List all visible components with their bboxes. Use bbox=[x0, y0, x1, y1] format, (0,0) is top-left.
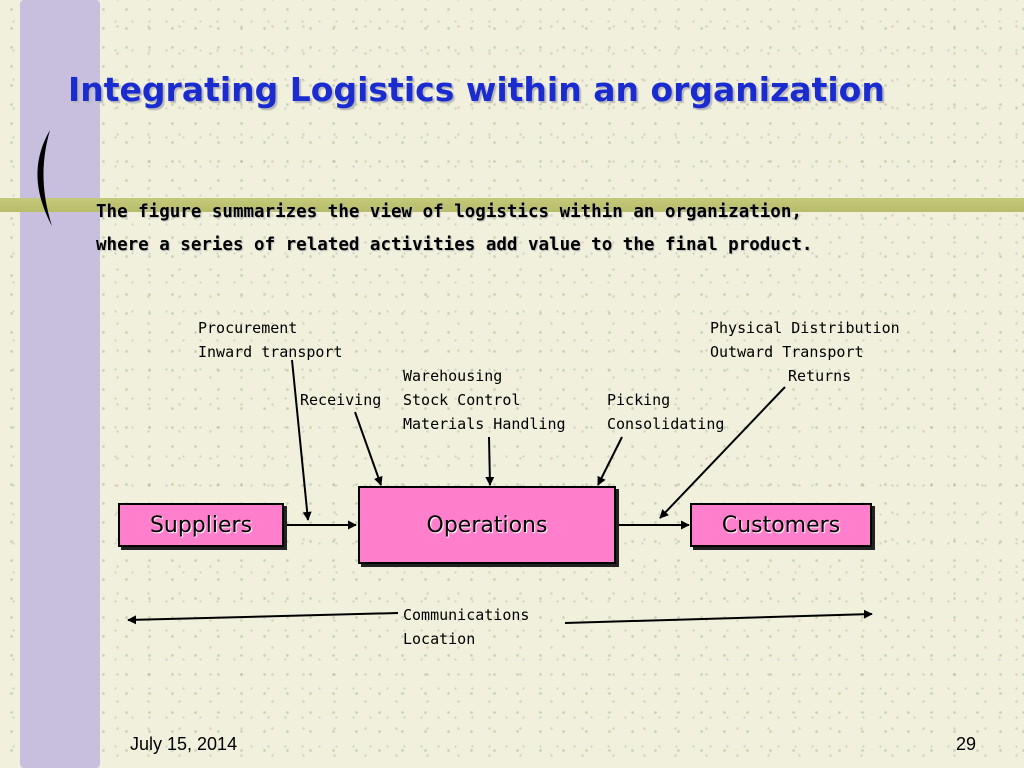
decorative-accent-line bbox=[0, 198, 1024, 212]
decorative-side-bar bbox=[20, 0, 100, 768]
arrow-receiving bbox=[354, 411, 383, 486]
description-line-1: The figure summarizes the view of logist… bbox=[96, 202, 802, 222]
slide-description: The figure summarizes the view of logist… bbox=[96, 196, 812, 262]
customers-box: Customers bbox=[690, 503, 872, 547]
operations-label: Operations bbox=[426, 512, 548, 538]
slide-date: July 15, 2014 bbox=[130, 734, 238, 754]
label-picking: Picking bbox=[607, 391, 671, 409]
arrow-inward-transport bbox=[291, 359, 312, 521]
description-line-2: where a series of related activities add… bbox=[96, 235, 813, 255]
arrow-consolidating bbox=[597, 436, 623, 486]
label-inward-transport: Inward transport bbox=[198, 343, 343, 361]
label-communications: Communications bbox=[403, 606, 530, 624]
arrow-communications-right bbox=[564, 609, 873, 624]
arrow-returns bbox=[659, 386, 786, 519]
operations-box: Operations bbox=[358, 486, 616, 564]
label-returns: Returns bbox=[788, 367, 852, 385]
suppliers-label: Suppliers bbox=[149, 512, 253, 538]
arrow-communications-left bbox=[127, 612, 399, 625]
label-outward-transport: Outward Transport bbox=[710, 343, 864, 361]
label-consolidating: Consolidating bbox=[607, 415, 725, 433]
label-receiving: Receiving bbox=[300, 391, 382, 409]
label-materials-handling: Materials Handling bbox=[403, 415, 566, 433]
label-physical-distribution: Physical Distribution bbox=[710, 319, 900, 337]
label-warehousing: Warehousing bbox=[403, 367, 503, 385]
slide-page-number: 29 bbox=[956, 734, 977, 754]
bracket-ornament-icon bbox=[37, 130, 52, 226]
label-stock-control: Stock Control bbox=[403, 391, 521, 409]
slide-title: Integrating Logistics within an organiza… bbox=[68, 70, 885, 109]
suppliers-box: Suppliers bbox=[118, 503, 284, 547]
arrow-warehousing bbox=[485, 436, 495, 486]
label-procurement: Procurement bbox=[198, 319, 298, 337]
label-location: Location bbox=[403, 630, 476, 648]
customers-label: Customers bbox=[721, 512, 841, 538]
